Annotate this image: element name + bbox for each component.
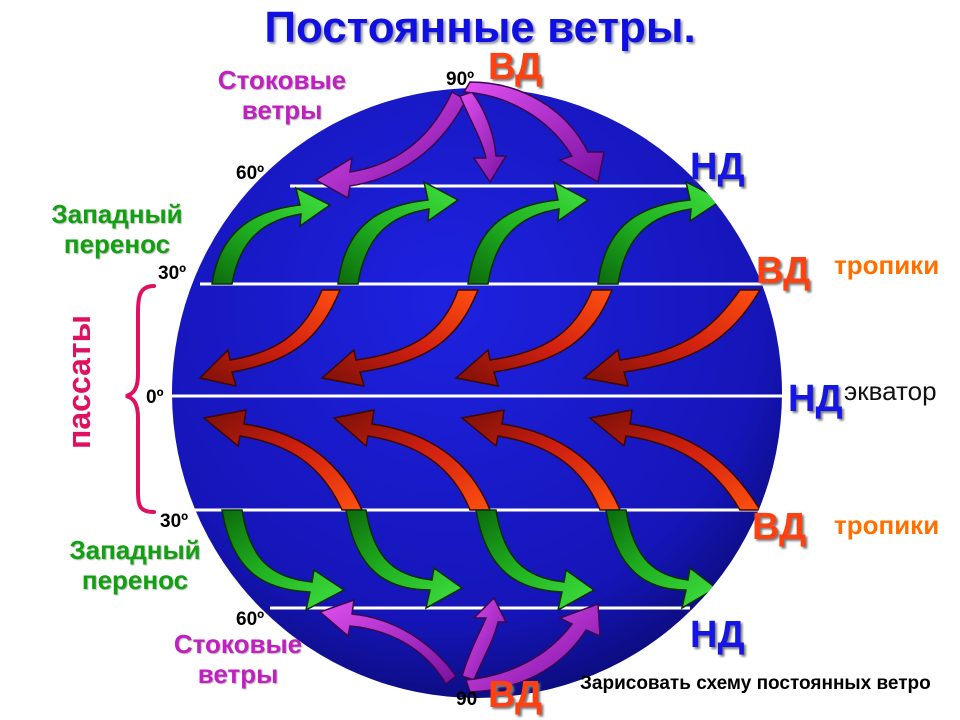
trade-arrow [332,409,492,511]
westerly-arrow [337,180,460,285]
westerly-arrow [221,509,346,612]
westerly-label-line-2: перенос [63,228,171,259]
katabatic-south [318,596,601,693]
westerly-arrow [345,509,464,610]
pressure-high-north-pole: ВД [488,46,543,88]
trade-arrow [202,409,364,511]
latitude-label-60n: 60º [236,163,265,184]
westerly-label-south: Западный перенос [48,535,222,596]
katabatic-winds-label-north: Стоковые ветры [200,65,364,126]
trade-winds-north [198,289,762,388]
trade-winds-label: пассаты [61,315,97,449]
latitude-label-30n: 30º [158,263,187,284]
pressure-low-60s: НД [690,614,745,656]
katabatic-label-line-1: Стоковые [173,629,303,659]
katabatic-arrow [458,91,508,184]
katabatic-arrow [318,598,458,686]
latitude-label-90s: 90 [456,689,478,710]
trade-arrow [582,289,762,387]
katabatic-label-line-2: ветры [241,94,323,125]
trade-winds-bracket [125,284,156,514]
latitude-label-30s: 30º [160,511,189,532]
westerly-label-line-1: Западный [51,199,183,229]
westerly-arrow [211,186,332,285]
trade-arrow [454,289,614,387]
trade-arrow [198,289,342,388]
katabatic-arrow [464,602,601,693]
trade-arrow [588,409,762,511]
westerly-label-north: Западный перенос [30,199,204,260]
katabatic-label-line-2: ветры [197,658,279,689]
katabatic-winds-label-south: Стоковые ветры [156,629,320,690]
pressure-low-60n: НД [690,146,745,188]
latitude-label-equator: 0º [146,387,164,408]
westerlies-north [211,180,724,285]
zone-tropics-south: тропики [834,510,940,540]
trade-arrow [460,409,622,511]
pressure-high-30n: ВД [756,250,811,292]
katabatic-label-line-1: Стоковые [217,65,347,95]
katabatic-arrow [461,596,508,681]
katabatic-arrow [314,90,467,200]
pressure-low-equator: НД [788,378,843,420]
page-title: Постоянные ветры. [264,3,696,52]
westerlies-south [221,509,718,612]
trade-winds-south [202,409,762,511]
zone-equator: экватор [844,376,937,406]
westerly-label-line-2: перенос [81,564,189,595]
katabatic-arrow [462,81,605,184]
zone-tropics-north: тропики [834,250,940,280]
westerly-label-line-1: Западный [69,535,201,565]
pressure-high-30s: ВД [752,506,807,548]
latitude-label-60s: 60º [236,609,265,630]
latitude-label-90n: 90º [446,69,475,90]
pressure-high-south-pole: ВД [488,674,543,716]
katabatic-north [314,81,605,200]
caption: Зарисовать схему постоянных ветро [580,673,931,694]
westerly-arrow [475,509,596,612]
trade-arrow [320,289,480,387]
westerly-arrow [467,180,590,285]
